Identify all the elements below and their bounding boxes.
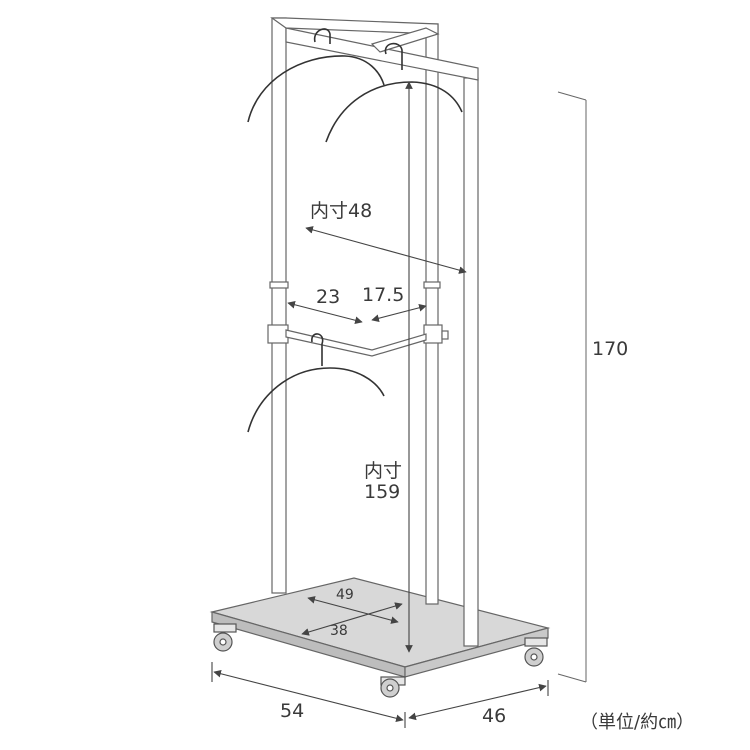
frame-posts xyxy=(271,17,479,647)
hanger-middle xyxy=(247,333,385,433)
base-platform xyxy=(209,577,551,678)
caster-front-right xyxy=(380,676,406,698)
outer-width-label: 54 xyxy=(280,700,305,722)
right-arm-label: 17.5 xyxy=(362,284,405,306)
base-inner-depth-label: 49 xyxy=(336,587,354,603)
top-rails xyxy=(270,17,479,81)
dim-inner-width xyxy=(305,226,467,274)
inner-height-value: 159 xyxy=(364,481,401,503)
dim-base-inner xyxy=(301,596,403,636)
inner-height-label: 内寸 159 xyxy=(364,462,402,502)
caster-front-left xyxy=(213,623,237,652)
inner-width-label: 内寸48 xyxy=(310,200,373,222)
outer-depth-label: 46 xyxy=(482,705,507,727)
hanger-top-left xyxy=(247,28,385,123)
base-inner-width-label: 38 xyxy=(330,623,348,639)
caster-back-right xyxy=(524,637,548,667)
dim-left-arm xyxy=(287,300,363,325)
inner-height-caption: 内寸 xyxy=(364,460,403,482)
left-arm-label: 23 xyxy=(316,286,341,308)
total-height-label: 170 xyxy=(592,338,629,360)
dim-outer-depth xyxy=(408,680,549,721)
middle-bar xyxy=(285,329,449,357)
dim-outer-width xyxy=(211,662,406,728)
dim-right-arm xyxy=(371,304,427,322)
dim-total-height xyxy=(557,91,587,683)
unit-note: （単位/約㎝） xyxy=(580,712,695,733)
